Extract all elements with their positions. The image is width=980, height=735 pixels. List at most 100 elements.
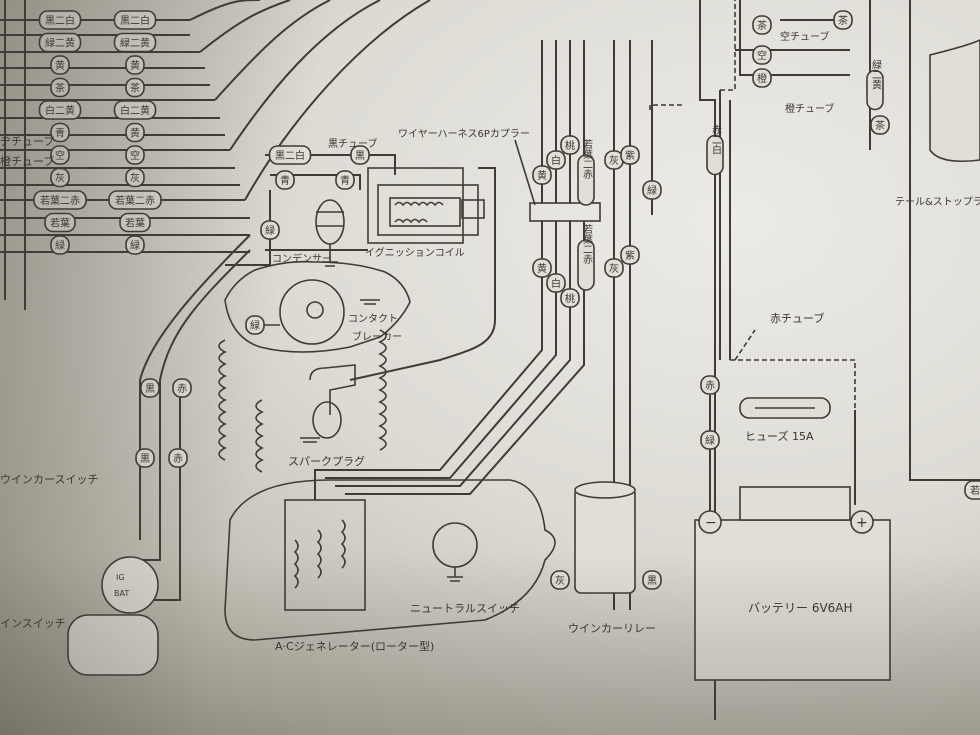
wire-color-label: 若葉 — [970, 484, 980, 497]
right-wire-tags: 茶空橙茶赤二白緑二黄茶赤緑若葉 — [700, 10, 980, 500]
wire-color-tag: 若葉二赤 — [577, 223, 595, 291]
wire-color-tag: 白 — [546, 273, 566, 293]
wire-color-tag: 空 — [752, 45, 772, 65]
left-wire-bundle — [0, 0, 431, 540]
wire-color-label: 黄 — [130, 59, 140, 72]
wire-color-label: 黒 — [145, 383, 155, 395]
wire-color-label: 灰 — [130, 172, 140, 185]
wire-color-tag: 青 — [50, 122, 70, 143]
harness-wire-tags: 黄白桃若葉二赤灰紫緑黄白桃若葉二赤灰紫 — [532, 135, 662, 308]
wire-color-label: 黄 — [537, 169, 547, 182]
cylinder-fins — [218, 329, 387, 473]
wire-color-tag: 灰 — [550, 570, 570, 590]
wire-color-label: 黄 — [537, 262, 547, 275]
contact-breaker — [224, 260, 411, 353]
wire-color-tag: 黄 — [532, 258, 552, 278]
battery-minus: − — [705, 515, 717, 531]
relay-wire-tags: 灰黒 — [550, 570, 662, 590]
main-switch-label: インスイッチ — [0, 617, 66, 630]
wire-color-label: 黄 — [55, 59, 65, 72]
wire-color-tag: 若葉二赤 — [108, 190, 162, 210]
wire-color-tag: 空 — [50, 145, 70, 165]
generator-housing — [224, 479, 556, 641]
wire-color-label: 白二黄 — [45, 104, 75, 117]
wire-color-label: 空 — [757, 49, 767, 62]
wire-color-tag: 灰 — [50, 167, 70, 188]
wire-color-label: 緑 — [705, 434, 715, 447]
wire-color-label: 赤 — [177, 383, 187, 395]
battery-plus: + — [856, 515, 868, 531]
wire-color-tag: 若葉 — [964, 480, 980, 500]
left-tube-label-2: 橙チューブ — [0, 154, 54, 168]
left-tube-label-1: ヂチューブ — [0, 134, 54, 148]
wire-color-tag: 紫 — [620, 245, 640, 265]
wire-color-tag: 黒二白 — [38, 10, 82, 30]
wire-color-tag: 灰 — [604, 258, 624, 278]
wire-color-tag: 茶 — [50, 77, 70, 98]
wire-color-tag: 若葉 — [119, 212, 151, 233]
wire-color-label: 赤二白 — [710, 124, 722, 154]
wire-color-tag: 茶 — [125, 77, 145, 98]
wire-color-label: 黒二白 — [45, 14, 75, 27]
ig-terminal: IG — [116, 573, 125, 582]
wire-color-label: 灰 — [609, 154, 619, 167]
neutral-switch — [432, 522, 478, 568]
wire-color-tag: 茶 — [752, 15, 772, 35]
wire-color-tag: 緑二黄 — [866, 58, 884, 111]
bat-terminal: BAT — [114, 589, 129, 598]
wire-color-label: 黒 — [140, 453, 150, 465]
wire-color-label: 茶 — [838, 14, 848, 27]
wire-color-label: 赤 — [173, 453, 183, 465]
wire-color-tag: 黄 — [125, 55, 145, 75]
wire-color-tag: 黒 — [350, 145, 370, 165]
wire-color-tag: 空 — [125, 145, 145, 165]
wire-color-label: 若葉二赤 — [115, 194, 155, 207]
wire-color-tag: 緑 — [50, 235, 70, 255]
wire-color-tag: 黒二白 — [268, 145, 312, 165]
wire-color-label: 若葉 — [125, 217, 145, 230]
wire-color-label: 黒 — [355, 150, 365, 162]
contact-breaker-label-2: ブレーカー — [352, 330, 402, 343]
wire-color-label: 茶 — [130, 82, 140, 95]
wire-color-label: 紫 — [625, 250, 635, 262]
ignition-coil — [367, 167, 485, 244]
winker-relay — [574, 487, 636, 594]
wire-color-tag: 若葉二赤 — [33, 190, 87, 210]
wire-color-tag: 黄 — [125, 122, 145, 143]
fuse-label: ヒューズ 15A — [745, 429, 814, 443]
wire-color-label: 黒二白 — [120, 14, 150, 27]
wire-color-label: 緑 — [265, 224, 275, 237]
ac-generator-label: A·Cジェネレーター(ローター型) — [275, 639, 434, 653]
red-tube-label: 赤チューブ — [770, 311, 824, 325]
wire-color-tag: 白二黄 — [38, 100, 82, 120]
wire-color-tag: 茶 — [870, 115, 890, 135]
orange-tube-label: 橙チューブ — [785, 102, 834, 115]
contact-breaker-label-1: コンタクト — [348, 313, 398, 325]
wire-color-label: 黒 — [647, 575, 657, 587]
condenser-label: コンデンサー — [272, 252, 332, 265]
wire-color-label: 若葉 — [50, 217, 70, 230]
wire-color-label: 茶 — [875, 119, 885, 132]
wire-color-tag: 灰 — [125, 167, 145, 188]
wire-color-tag: 白 — [546, 150, 566, 170]
wire-color-label: 茶 — [55, 82, 65, 95]
ac-generator — [284, 499, 366, 611]
wire-color-label: 黒二白 — [275, 149, 305, 162]
wire-color-tag: 桃 — [560, 135, 580, 155]
wire-color-tag: 緑二黄 — [113, 32, 157, 53]
wire-color-label: 緑 — [250, 319, 260, 332]
wire-color-label: 緑二黄 — [120, 37, 150, 50]
wire-color-label: 桃 — [565, 292, 575, 305]
wire-color-tag: 黒 — [642, 570, 662, 590]
wire-color-label: 緑二黄 — [45, 37, 75, 50]
wire-color-label: 茶 — [757, 19, 767, 32]
tail-stop-lamp — [929, 39, 980, 163]
wire-color-tag: 緑 — [260, 220, 280, 240]
wire-color-label: 若葉二赤 — [581, 223, 593, 264]
wire-color-label: 青 — [340, 174, 350, 187]
wire-color-tag: 紫 — [620, 145, 640, 165]
wire-color-tag: 赤二白 — [706, 124, 724, 176]
wire-color-label: 灰 — [609, 262, 619, 275]
wire-color-tag: 青 — [335, 170, 355, 190]
